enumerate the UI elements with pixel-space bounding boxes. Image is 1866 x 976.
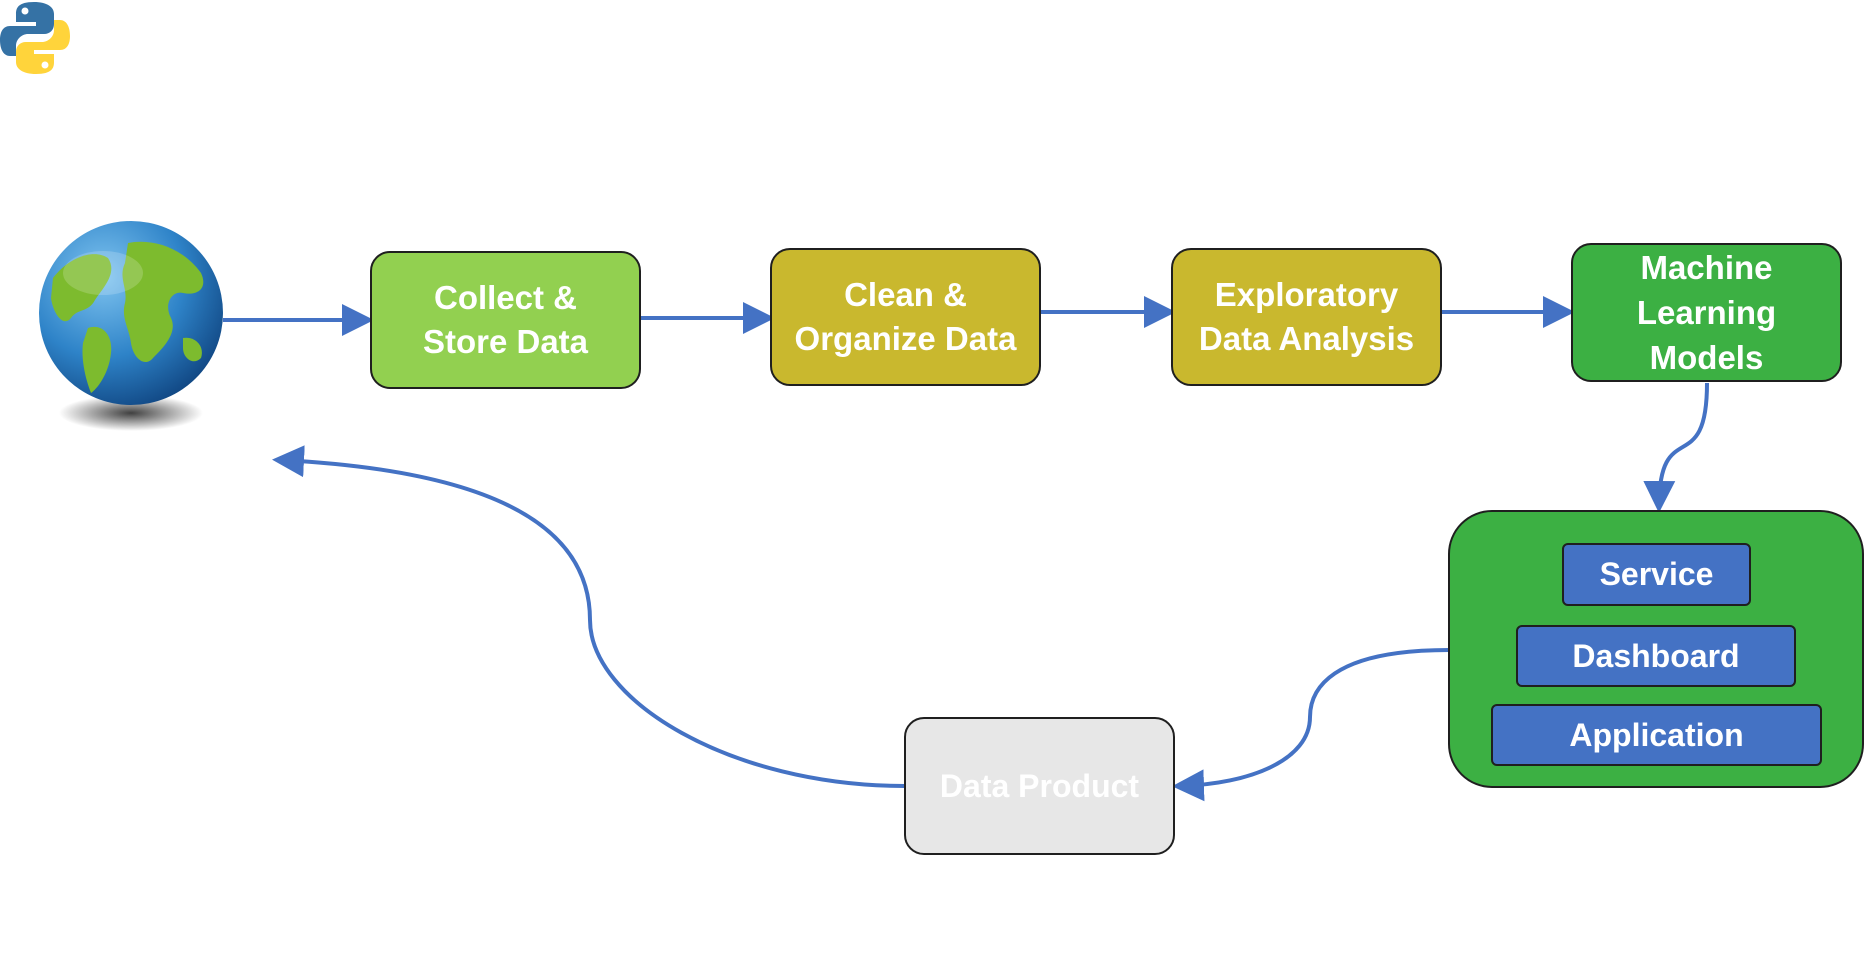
collect-store-data-box: Collect & Store Data — [370, 251, 641, 389]
clean-organize-data-box: Clean & Organize Data — [770, 248, 1041, 386]
globe-icon — [39, 221, 223, 431]
data-product-box: Data Product — [904, 717, 1175, 855]
arrow-deploy-to-data-product — [1172, 648, 1450, 802]
arrow-ml-to-deploy — [1643, 382, 1709, 513]
dashboard-pill: Dashboard — [1516, 625, 1796, 687]
machine-learning-models-box: Machine Learning Models — [1571, 243, 1842, 382]
python-logo-icon — [0, 2, 70, 74]
arrow-data-product-to-globe — [272, 445, 906, 788]
application-pill: Application — [1491, 704, 1822, 766]
machine-learning-models-label: Machine Learning Models — [1636, 249, 1777, 376]
service-pill: Service — [1562, 543, 1751, 606]
exploratory-data-analysis-box: Exploratory Data Analysis — [1171, 248, 1442, 386]
